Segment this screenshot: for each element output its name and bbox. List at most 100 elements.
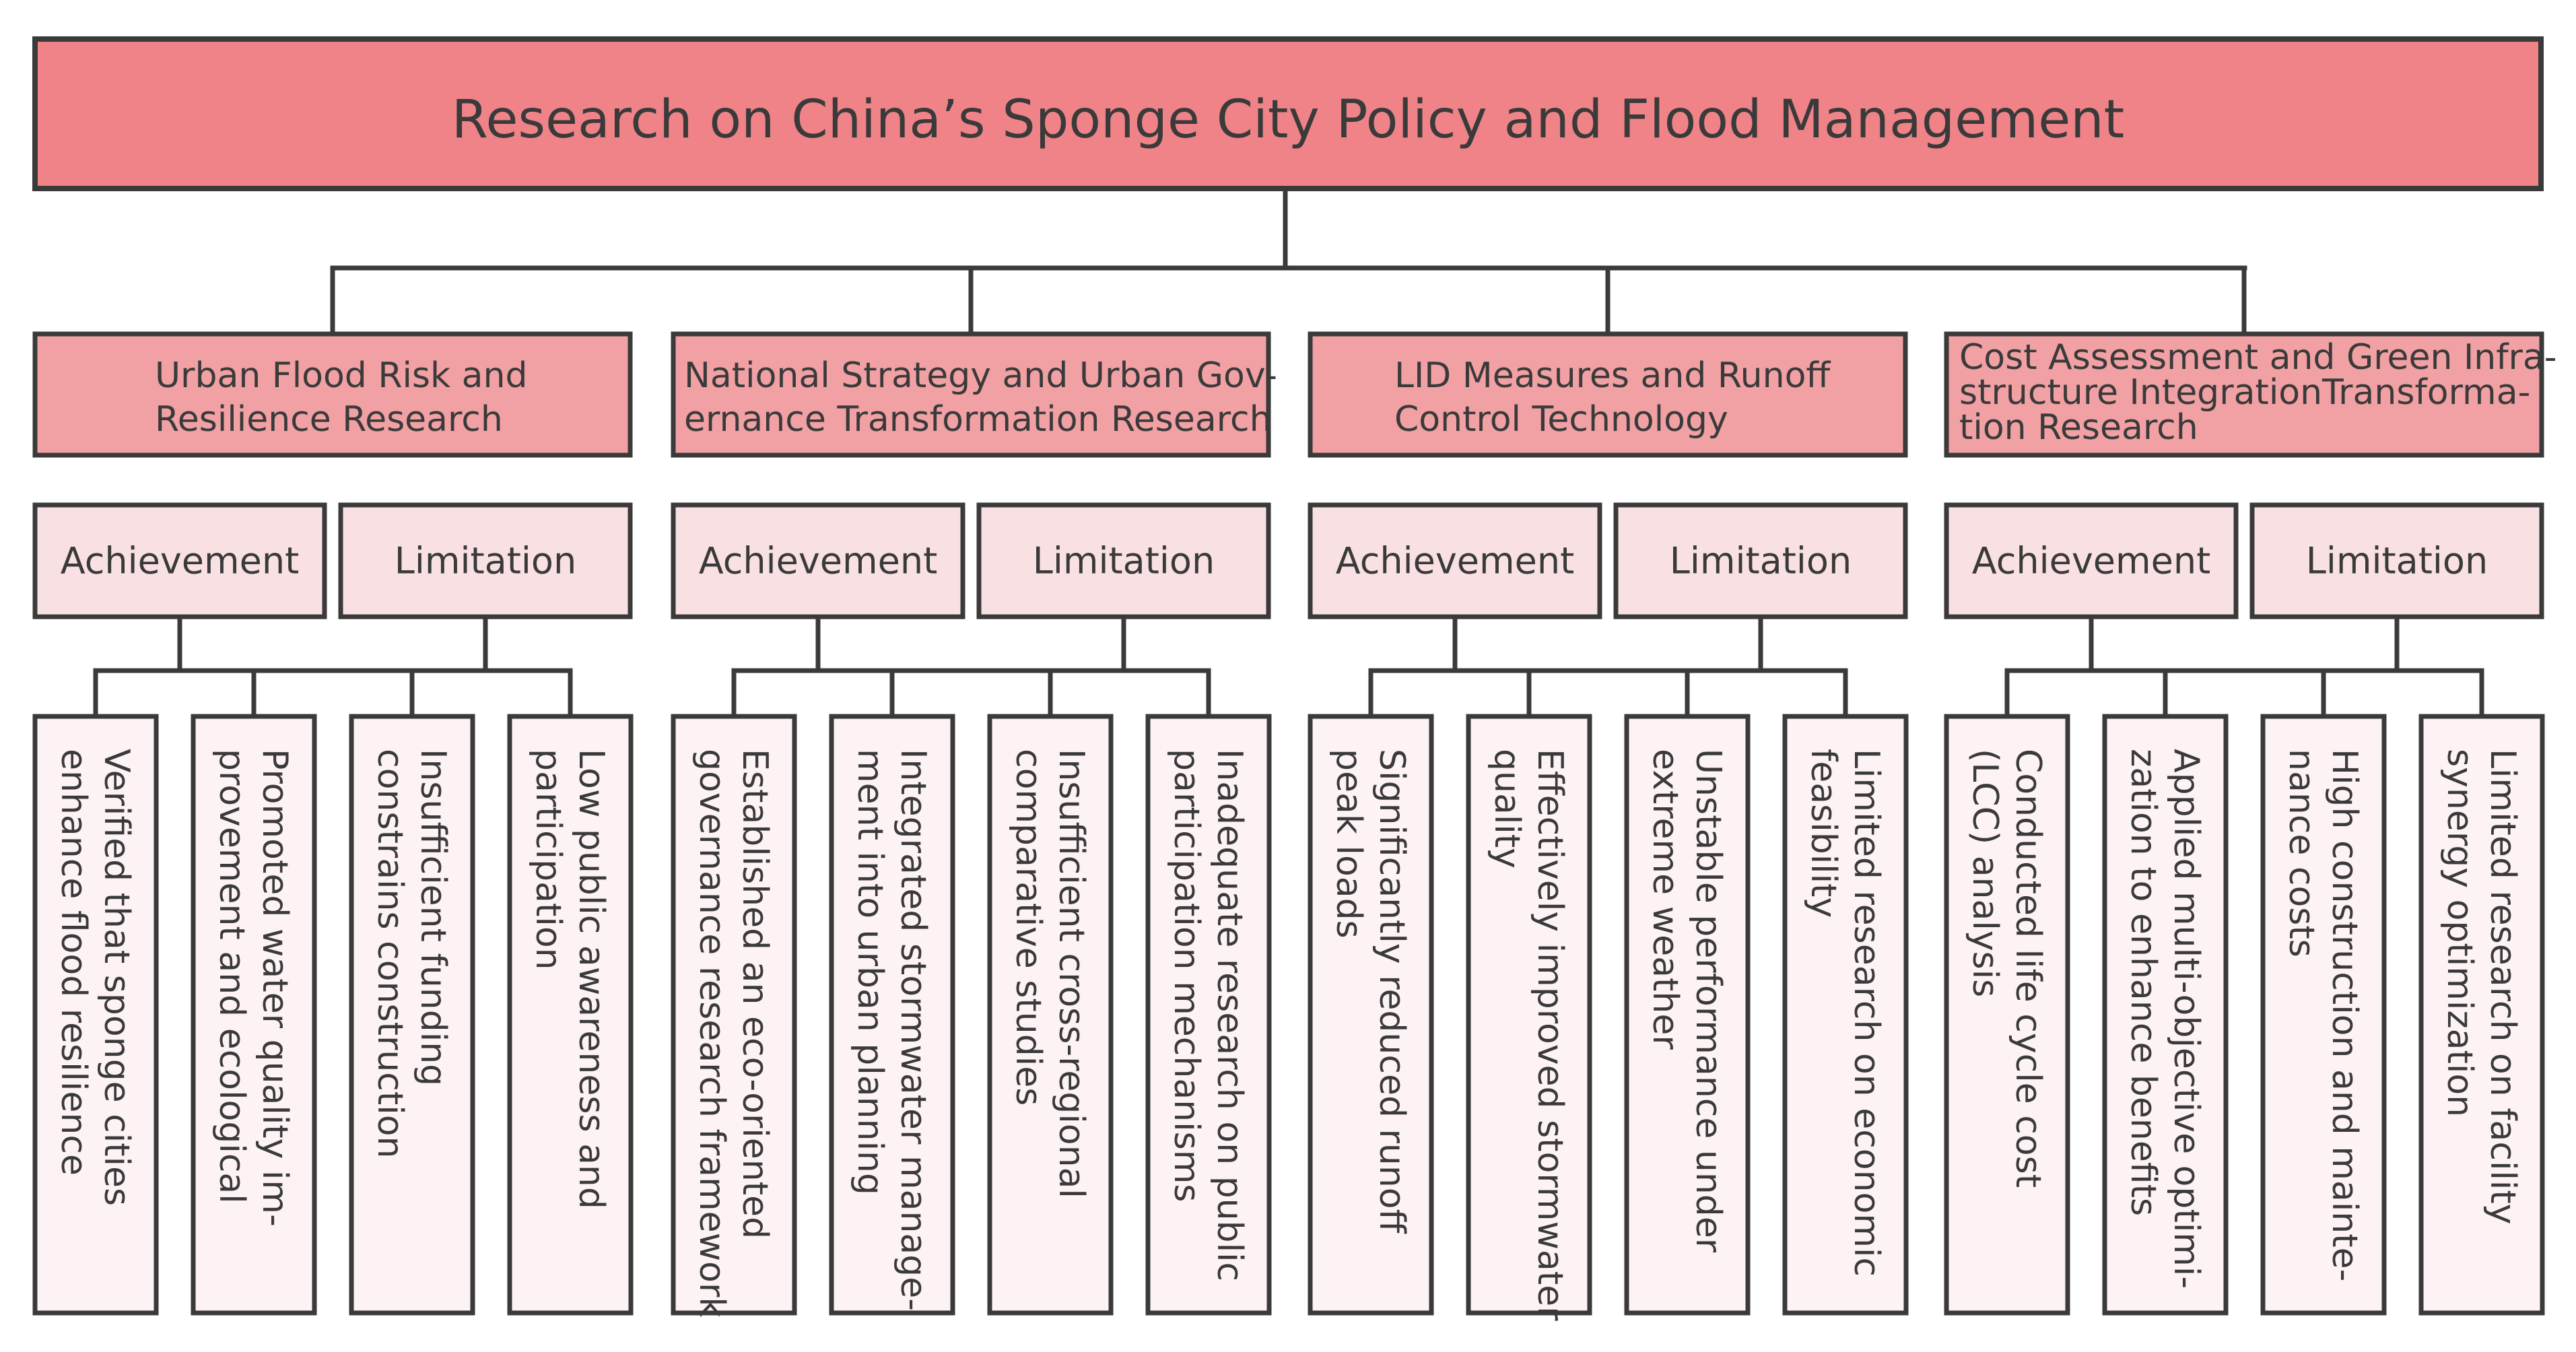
achievement-leaf-2: Integrated stormwater manage-ment into u…	[829, 714, 955, 1316]
leaf-text: Conducted life cycle cost(LCC) analysis	[1965, 749, 2048, 1188]
leaf-text: High construction and mainte-nance costs	[2281, 749, 2365, 1281]
branch-title-line: Urban Flood Risk and	[155, 356, 527, 396]
achievement-leaf-1: Verified that sponge citiesenhance flood…	[32, 714, 159, 1316]
leaf-text-line: comparative studies	[1008, 749, 1048, 1106]
leaf-box	[2102, 714, 2229, 1316]
title-box	[32, 36, 2544, 191]
leaf-box	[2418, 714, 2545, 1316]
leaf-text-line: quality	[1487, 749, 1527, 869]
limitation-label: Limitation	[1033, 540, 1215, 582]
leaf-box	[1308, 714, 1434, 1316]
achievement-node: Achievement	[1308, 502, 1602, 619]
leaf-text-group: Established an eco-orientedgovernance re…	[691, 749, 775, 1317]
leaf-text-line: Significantly reduced runoff	[1371, 749, 1412, 1234]
leaf-box	[349, 714, 475, 1316]
limitation-leaf-4: Low public awareness andparticipation	[507, 714, 634, 1316]
limitation-node: Limitation	[976, 502, 1271, 619]
leaf-text-line: Integrated stormwater manage-	[893, 749, 933, 1311]
branch-node-4: Cost Assessment and Green Infra-structur…	[1944, 331, 2557, 458]
achievement-label: Achievement	[1972, 540, 2211, 582]
branch-box	[32, 331, 633, 458]
achievement-leaf-2: Promoted water quality im-provement and …	[191, 714, 317, 1316]
branch-node-2: National Strategy and Urban Gov-ernance …	[671, 331, 1277, 458]
leaf-text: Effectively improved stormwaterquality	[1487, 749, 1570, 1321]
leaf-box	[32, 714, 159, 1316]
branch-title-line: Cost Assessment and Green Infra-	[1959, 337, 2557, 378]
leaf-text: Limited research on facilitysynergy opti…	[2439, 749, 2523, 1225]
branch-title-line: National Strategy and Urban Gov-	[684, 356, 1277, 396]
achievement-node: Achievement	[671, 502, 965, 619]
branch-title-line: Control Technology	[1394, 399, 1728, 440]
leaf-text-line: Insufficient funding	[413, 749, 453, 1086]
branch-title: Cost Assessment and Green Infra-structur…	[1959, 337, 2557, 448]
leaf-text-group: Limited research on facilitysynergy opti…	[2439, 749, 2523, 1225]
limitation-leaf-3: Insufficient fundingconstrains construct…	[349, 714, 475, 1316]
leaf-text-line: extreme weather	[1645, 749, 1685, 1050]
achievement-label: Achievement	[61, 540, 300, 582]
leaf-text-group: Conducted life cycle cost(LCC) analysis	[1965, 749, 2048, 1188]
achievement-node: Achievement	[1944, 502, 2239, 619]
limitation-leaf-3: Insufficient cross-regionalcomparative s…	[987, 714, 1114, 1316]
leaf-text: Integrated stormwater manage-ment into u…	[850, 749, 933, 1311]
diagram-title: Research on China’s Sponge City Policy a…	[452, 90, 2125, 150]
leaf-text: Promoted water quality im-provement and …	[211, 749, 295, 1227]
leaf-text: Insufficient cross-regionalcomparative s…	[1008, 749, 1091, 1198]
achievement-leaf-2: Effectively improved stormwaterquality	[1466, 714, 1592, 1321]
leaf-text-line: Applied multi-objective optimi-	[2166, 749, 2206, 1289]
achievement-box	[1944, 502, 2239, 619]
leaf-text-group: Insufficient fundingconstrains construct…	[370, 749, 453, 1159]
leaf-text-line: participation	[528, 749, 568, 970]
achievement-box	[1308, 502, 1602, 619]
achievement-label: Achievement	[1336, 540, 1575, 582]
connector-lines	[93, 186, 2484, 719]
leaf-text-line: (LCC) analysis	[1965, 749, 2005, 997]
leaf-text-line: Limited research on facility	[2482, 749, 2523, 1225]
leaf-text-line: feasibility	[1803, 749, 1843, 918]
title-node: Research on China’s Sponge City Policy a…	[32, 36, 2544, 191]
branch-title-line: structure IntegrationTransforma-	[1959, 372, 2530, 413]
limitation-box	[976, 502, 1271, 619]
leaf-text: Verified that sponge citiesenhance flood…	[53, 749, 137, 1206]
leaf-text-line: synergy optimization	[2439, 749, 2480, 1117]
limitation-label: Limitation	[2306, 540, 2488, 582]
leaf-text-line: ment into urban planning	[850, 749, 890, 1195]
leaf-text: Unstable performance underextreme weathe…	[1645, 749, 1728, 1253]
leaf-box	[987, 714, 1114, 1316]
leaf-text: Significantly reduced runoffpeak loads	[1328, 749, 1412, 1234]
leaf-text-group: Verified that sponge citiesenhance flood…	[53, 749, 137, 1206]
leaf-text-line: governance research framework	[691, 749, 732, 1317]
limitation-leaf-4: Limited research on economicfeasibility	[1782, 714, 1909, 1316]
limitation-leaf-3: High construction and mainte-nance costs	[2260, 714, 2387, 1316]
leaf-text: Insufficient fundingconstrains construct…	[370, 749, 453, 1159]
achievement-box	[671, 502, 965, 619]
leaf-box	[507, 714, 634, 1316]
limitation-leaf-4: Limited research on facilitysynergy opti…	[2418, 714, 2545, 1316]
leaf-text-line: Established an eco-oriented	[735, 749, 775, 1239]
leaf-text: Inadequate research on publicparticipati…	[1166, 749, 1250, 1281]
achievement-box	[32, 502, 327, 619]
achievement-leaf-1: Significantly reduced runoffpeak loads	[1308, 714, 1434, 1316]
achievement-leaf-1: Established an eco-orientedgovernance re…	[671, 714, 797, 1317]
branch-title-line: tion Research	[1959, 407, 2198, 448]
leaf-box	[2260, 714, 2387, 1316]
limitation-leaf-3: Unstable performance underextreme weathe…	[1624, 714, 1751, 1316]
leaf-text-group: Applied multi-objective optimi-zation to…	[2123, 749, 2206, 1289]
leaf-text-line: Conducted life cycle cost	[2008, 749, 2048, 1188]
branch-box	[1308, 331, 1908, 458]
leaf-text-line: Insufficient cross-regional	[1051, 749, 1091, 1198]
limitation-node: Limitation	[2249, 502, 2544, 619]
branch-box	[671, 331, 1271, 458]
leaf-text-line: Limited research on economic	[1846, 749, 1887, 1277]
leaf-text: Applied multi-objective optimi-zation to…	[2123, 749, 2206, 1289]
achievement-label: Achievement	[699, 540, 938, 582]
branch-title-line: Resilience Research	[155, 399, 503, 440]
leaf-box	[1944, 714, 2070, 1316]
leaf-box	[1782, 714, 1909, 1316]
leaf-text-line: provement and ecological	[211, 749, 252, 1204]
leaf-box	[1145, 714, 1272, 1316]
leaf-text-group: Promoted water quality im-provement and …	[211, 749, 295, 1227]
